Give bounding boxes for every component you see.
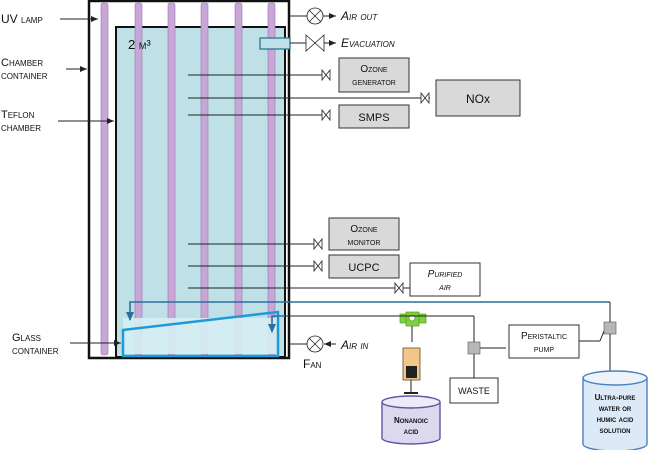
evacuation-port: Evacuation (290, 34, 395, 52)
left-labels: UV lamp Chamber container Teflon chamber… (1, 12, 121, 357)
ucpc: UCPC (313, 254, 400, 279)
uv-lamp-label: UV lamp (1, 12, 43, 26)
evacuation-inner-pipe (259, 37, 291, 50)
peristaltic-pump-label-2: pump (534, 344, 555, 355)
ucpc-label: UCPC (348, 262, 379, 274)
evacuation-valve-icon (305, 34, 325, 52)
purified-air-label: Purified (428, 269, 463, 280)
smps-valve-icon (321, 108, 331, 122)
nox-label: NOx (466, 92, 490, 106)
peristaltic-pump-box (508, 324, 580, 359)
ozone-generator: Ozone generator (321, 57, 410, 93)
tank-valve-icon (603, 321, 617, 335)
nox-label-text: NOx (466, 92, 490, 106)
ozone-monitor-label: Ozone (350, 224, 378, 235)
liquid-handling: Nonanoic acid WASTE Peristaltic pump Ult… (285, 302, 648, 450)
ozone-generator-valve-icon (321, 68, 331, 82)
water-tank-label-2: water or (599, 404, 632, 413)
ozone-generator-box (338, 57, 410, 93)
ozone-monitor: Ozone monitor (313, 217, 400, 251)
air-in-label: Air in (340, 338, 369, 352)
nox-box (435, 79, 521, 117)
ucpc-box (328, 254, 400, 279)
uv-lamps (100, 2, 276, 356)
chamber-container-label-2: container (1, 70, 48, 82)
smps-label: SMPS (358, 112, 389, 124)
nonanoic-acid-label-2: acid (404, 427, 419, 436)
air-out-port: Air out (289, 7, 378, 25)
liquid-inlet-lines (126, 301, 610, 333)
nox-analyzer: NOx (420, 79, 521, 117)
waste-valve-icon (467, 341, 481, 355)
nonanoic-acid-label: Nonanoic (394, 416, 429, 425)
smps-box (338, 104, 410, 129)
ozone-generator-label: Ozone (360, 64, 388, 75)
ucpc-valve-icon (313, 259, 323, 273)
teflon-chamber-label: Teflon (1, 109, 35, 121)
inlet-line-left (126, 301, 610, 321)
purified-air-label-2: air (438, 282, 451, 293)
glass-container-label-2: container (12, 345, 59, 357)
glass-container-label: Glass (12, 332, 41, 344)
ozone-monitor-valve-icon (313, 237, 323, 251)
chamber-container-label: Chamber (1, 57, 43, 69)
nox-valve-icon (420, 91, 430, 105)
ozone-monitor-label-2: monitor (348, 237, 381, 248)
water-tank (582, 378, 648, 450)
water-tank-label: Ultra-pure (595, 393, 636, 402)
water-tank-label-3: humic acid (597, 415, 634, 424)
nonanoic-acid-flask (381, 402, 441, 445)
air-out-label: Air out (340, 9, 378, 23)
glass-container-liquid (123, 318, 278, 354)
smps: SMPS (321, 104, 410, 129)
peristaltic-pump-label: Peristaltic (521, 331, 567, 342)
teflon-chamber-label-2: chamber (1, 122, 41, 134)
glass-container (121, 310, 280, 358)
purified-air-valve-icon (394, 281, 404, 295)
waste-label: WASTE (458, 386, 490, 396)
ozone-monitor-box (328, 217, 400, 251)
purified-air-box (409, 262, 481, 297)
ozone-generator-label-2: generator (352, 77, 396, 88)
fan-label: Fan (303, 357, 322, 371)
uv-lamp-tube (100, 2, 109, 356)
waste-box (449, 377, 499, 404)
evacuation-label: Evacuation (341, 36, 395, 50)
purified-air: Purified air (394, 262, 481, 297)
chamber-volume-label: 2 m³ (128, 37, 151, 52)
inlet-line-right (268, 315, 285, 333)
water-tank-label-4: solution (600, 426, 631, 435)
sampling-lines (188, 74, 430, 289)
air-in-port: Air in Fan (289, 335, 369, 371)
glass-container-outline (121, 310, 280, 358)
